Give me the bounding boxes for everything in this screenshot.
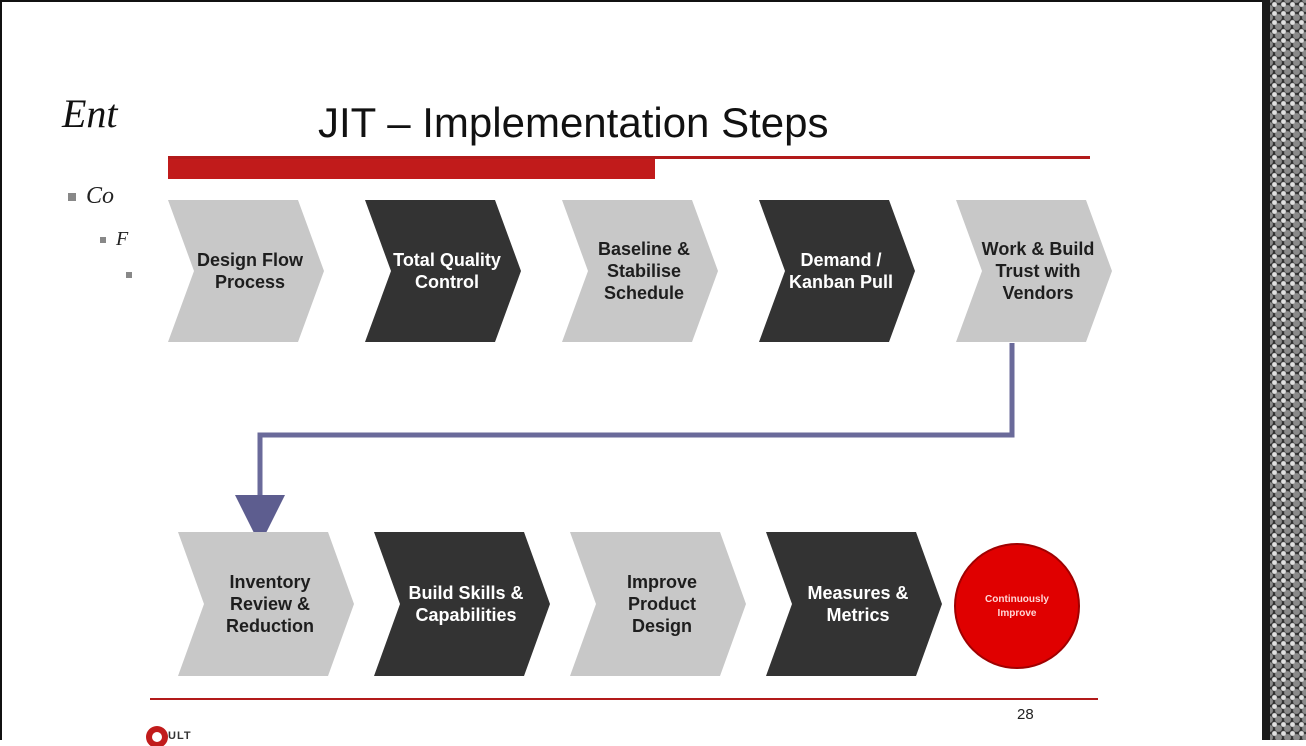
chevron-shape [562,200,718,342]
slide-number: 28 [1017,706,1034,723]
step-label-line: Demand / [800,250,881,270]
chevron-shape [365,200,521,342]
step-chevron-4: Demand /Kanban Pull [759,200,915,342]
company-logo: ULT [146,726,266,746]
continuously-improve-circle [954,543,1080,669]
step-label-line: Improve [627,572,697,592]
bullet-square-icon [68,193,76,202]
background-bullet-level-2: F [100,228,128,251]
step-label-line: Product [628,594,696,614]
chain-border-strip [1270,0,1306,740]
slide-title: JIT – Implementation Steps [318,99,829,146]
step-chevron-4: Measures &Metrics [766,532,942,676]
chevron-shape [956,200,1112,342]
logo-text: ULT [168,730,192,742]
footer-rule [150,698,1098,700]
step-label-line: Metrics [826,605,889,625]
step-label-line: Trust with [996,261,1081,281]
chevron-shape [570,532,746,676]
step-label-line: Schedule [604,283,684,303]
continuously-improve-label-line-1: Continuously [985,594,1049,605]
background-slide-frame [0,0,1270,740]
step-label-line: Review & [230,594,310,614]
flow-connector-arrow [235,343,1015,545]
step-chevron-2: Build Skills &Capabilities [374,532,550,676]
step-label-line: Measures & [807,583,908,603]
background-bullet-level-2-text: F [116,228,129,250]
step-label-line: Reduction [226,616,314,636]
right-edge-bar [1262,0,1270,740]
bullet-square-icon [100,237,106,244]
step-label-line: Inventory [229,572,310,592]
logo-mark-icon [146,726,168,746]
title-accent-bar [168,159,655,179]
step-label-line: Work & Build [982,239,1095,259]
step-label-line: Vendors [1002,283,1073,303]
background-bullet-level-1: Co [68,183,114,210]
chevron-shape [759,200,915,342]
background-slide-title: Ent [62,91,118,136]
step-label-line: Design Flow [197,250,304,270]
step-label-line: Build Skills & [408,583,523,603]
step-label-line: Process [215,272,285,292]
continuously-improve-label-line-2: Improve [998,608,1037,619]
step-label-line: Total Quality [393,250,501,270]
bullet-square-icon [126,272,132,279]
step-continuously-improve: Continuously Improve [954,543,1080,669]
step-label-line: Kanban Pull [789,272,893,292]
chevron-shape [178,532,354,676]
chevron-shape [168,200,324,342]
background-bullet-level-3 [126,266,142,284]
chevron-shape [374,532,550,676]
chevron-shape [766,532,942,676]
step-label-line: Control [415,272,479,292]
step-label-line: Capabilities [415,605,516,625]
step-label-line: Design [632,616,692,636]
step-label-line: Baseline & [598,239,690,259]
title-underline-rule [168,156,1090,159]
background-bullet-level-1-text: Co [86,183,115,209]
step-label-line: Stabilise [607,261,681,281]
